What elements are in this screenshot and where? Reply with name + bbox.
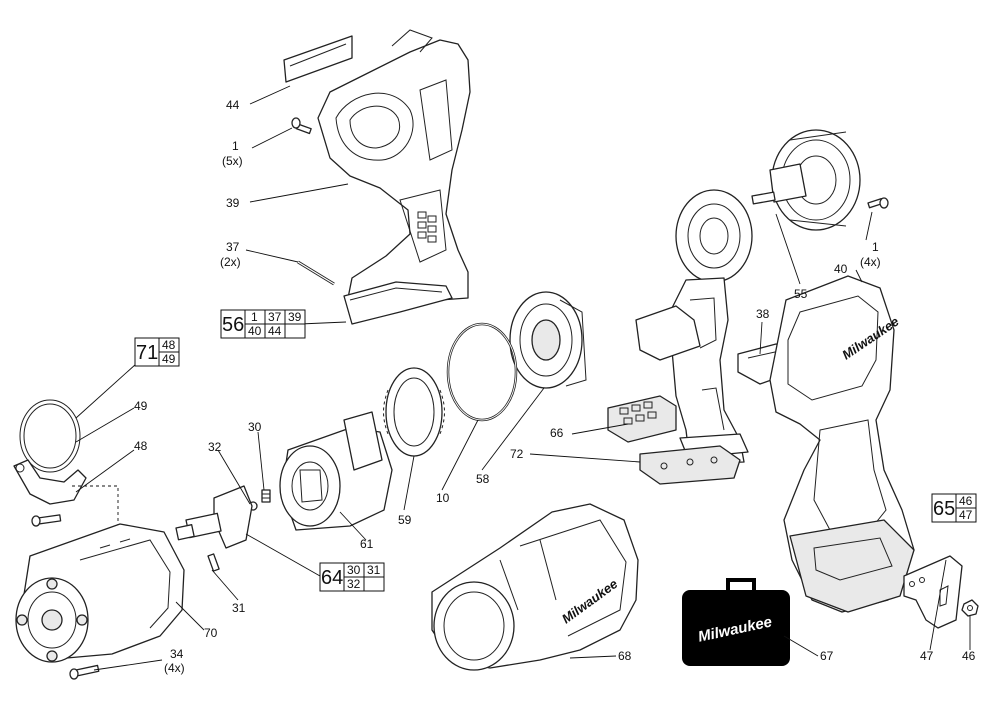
label-46: 46 [962, 649, 976, 663]
label-34-qty: (4x) [164, 661, 185, 675]
kit-64-r2c1: 32 [347, 577, 361, 591]
part-anvil [175, 485, 253, 549]
kit-56-r1c2: 37 [268, 310, 282, 324]
part-46-screw [961, 599, 979, 617]
label-1b-qty: (4x) [860, 255, 881, 269]
kit-71-id: 71 [136, 342, 158, 364]
part-55-motor [751, 129, 861, 231]
label-40: 40 [834, 262, 848, 276]
label-44: 44 [226, 98, 240, 112]
label-66: 66 [550, 426, 564, 440]
kit-56-id: 56 [222, 314, 244, 336]
label-55: 55 [794, 287, 808, 301]
kit-64-r1c1: 30 [347, 563, 361, 577]
label-10: 10 [436, 491, 450, 505]
part-34-screw-top [31, 514, 62, 527]
label-72: 72 [510, 447, 524, 461]
part-1-screw-b [867, 197, 889, 209]
kit-65-id: 65 [933, 498, 955, 520]
label-1b: 1 [872, 240, 879, 254]
kit-box-71: 71 48 49 [134, 337, 180, 367]
leader-lines [75, 85, 971, 671]
label-70: 70 [204, 626, 218, 640]
part-58-cover [509, 291, 587, 389]
kit-56-r1c1: 1 [251, 310, 258, 324]
part-70-gear-case [15, 523, 185, 663]
label-1a: 1 [232, 139, 239, 153]
part-labels: 44 1 (5x) 39 37 (2x) 1 (4x) 40 55 38 49 … [134, 98, 976, 675]
label-31: 31 [232, 601, 246, 615]
label-30: 30 [248, 420, 262, 434]
part-47-belt-clip [903, 555, 963, 629]
part-44-label [283, 35, 353, 83]
kit-box-56: 56 1 37 39 40 44 [220, 309, 306, 339]
kit-56-r1c3: 39 [288, 310, 302, 324]
part-31-pin [207, 553, 220, 572]
part-39-housing-half [317, 29, 471, 325]
part-48-detent [13, 459, 87, 505]
label-39: 39 [226, 196, 240, 210]
part-34-screw-bottom [69, 664, 100, 680]
part-59-ring-gear [383, 367, 445, 457]
label-61: 61 [360, 537, 374, 551]
part-40-main-housing: Milwaukee [769, 275, 915, 613]
label-68: 68 [618, 649, 632, 663]
label-48: 48 [134, 439, 148, 453]
part-10-o-ring [446, 322, 518, 422]
label-47: 47 [920, 649, 934, 663]
label-32: 32 [208, 440, 222, 454]
kit-56-r2c2: 44 [268, 324, 282, 338]
kit-56-r2c1: 40 [248, 324, 262, 338]
part-72-control-board [639, 445, 741, 485]
kit-71-r2: 49 [162, 352, 176, 366]
part-1-screw-a [291, 117, 312, 135]
label-49: 49 [134, 399, 148, 413]
part-68-boot: Milwaukee [431, 503, 639, 671]
kit-64-r1c2: 31 [367, 563, 381, 577]
part-66-led-board [607, 395, 677, 443]
kit-box-64: 64 30 31 32 [319, 562, 385, 592]
part-61-hammer-assembly [279, 411, 393, 531]
label-59: 59 [398, 513, 412, 527]
kit-64-id: 64 [321, 567, 343, 589]
kit-65-r2: 47 [959, 508, 973, 522]
kit-71-r1: 48 [162, 338, 176, 352]
kit-65-r1: 46 [959, 494, 973, 508]
label-37-qty: (2x) [220, 255, 241, 269]
label-58: 58 [476, 472, 490, 486]
label-34: 34 [170, 647, 184, 661]
label-37: 37 [226, 240, 240, 254]
label-38: 38 [756, 307, 770, 321]
label-67: 67 [820, 649, 834, 663]
part-49-ring [19, 399, 81, 473]
kit-box-65: 65 46 47 [931, 493, 977, 523]
label-1a-qty: (5x) [222, 154, 243, 168]
part-30-spring [261, 489, 271, 503]
part-37-pin [297, 260, 335, 286]
part-67-carrying-case: Milwaukee [682, 578, 790, 666]
